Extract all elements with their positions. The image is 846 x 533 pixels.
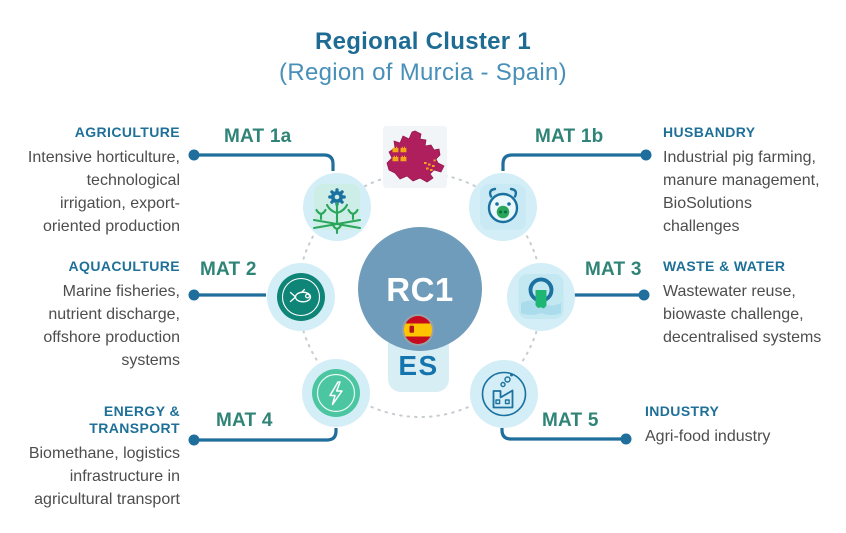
- sector-block-industry: INDUSTRY Agri-food industry: [645, 403, 835, 448]
- connector-dot-mat5: [620, 433, 632, 445]
- industry-heading: INDUSTRY: [645, 403, 720, 419]
- sector-block-energy-transport: ENERGY & TRANSPORT Biomethane, logistics…: [0, 403, 180, 511]
- mat-1b-label: MAT 1b: [535, 126, 604, 147]
- energy-transport-heading: ENERGY & TRANSPORT: [89, 403, 180, 436]
- mat-3-label: MAT 3: [585, 259, 642, 280]
- aquaculture-heading: AQUACULTURE: [68, 258, 180, 274]
- waste-water-description: Wastewater reuse, biowaste challenge, de…: [663, 283, 822, 346]
- connector-mat1b: [501, 153, 646, 171]
- flower-gear-icon: [312, 188, 362, 235]
- sector-block-aquaculture: AQUACULTURE Marine fisheries, nutrient d…: [0, 258, 180, 372]
- fish-icon: [281, 277, 321, 317]
- connector-mat4: [194, 428, 338, 442]
- mat-4-label: MAT 4: [216, 410, 273, 431]
- industry-description: Agri-food industry: [645, 428, 771, 445]
- country-code-label: ES: [398, 350, 439, 381]
- husbandry-heading: HUSBANDRY: [663, 124, 756, 140]
- connector-dot-mat2: [188, 289, 200, 301]
- diagram-subtitle: (Region of Murcia - Spain): [279, 59, 567, 86]
- wastewater-pipe-icon: [521, 277, 561, 315]
- connector-dot-mat4: [188, 434, 200, 446]
- energy-transport-description: Biomethane, logistics infrastructure in …: [28, 445, 180, 508]
- agriculture-heading: AGRICULTURE: [74, 124, 180, 140]
- diagram-title: Regional Cluster 1: [314, 28, 532, 55]
- connector-mat5: [500, 428, 626, 441]
- connector-dot-mat1a: [188, 149, 200, 161]
- husbandry-node: [469, 173, 537, 241]
- murcia-castles: [392, 146, 436, 171]
- sector-block-agriculture: AGRICULTURE Intensive horticulture, tech…: [0, 124, 180, 238]
- waste-water-node: [507, 263, 575, 331]
- connector-dot-mat1b: [640, 149, 652, 161]
- spain-flag: [402, 314, 434, 346]
- connector-mat1a: [194, 153, 335, 171]
- connector-dot-mat3: [638, 289, 650, 301]
- sector-block-husbandry: HUSBANDRY Industrial pig farming, manure…: [663, 124, 846, 238]
- husbandry-description: Industrial pig farming, manure managemen…: [663, 149, 820, 235]
- aquaculture-node: [267, 263, 335, 331]
- factory-icon: [492, 373, 514, 409]
- cluster-circle: [358, 227, 482, 351]
- pig-icon: [487, 187, 519, 224]
- aquaculture-description: Marine fisheries, nutrient discharge, of…: [43, 283, 180, 369]
- industry-node: [470, 360, 538, 428]
- region-of-murcia-map: [383, 126, 447, 188]
- mat-5-label: MAT 5: [542, 410, 599, 431]
- agriculture-description: Intensive horticulture, technological ir…: [27, 149, 180, 235]
- lightning-bolt-icon: [329, 381, 343, 406]
- cluster-label: RC1: [386, 271, 454, 308]
- mat-1a-label: MAT 1a: [224, 126, 292, 147]
- sector-block-waste-water: WASTE & WATER Wastewater reuse, biowaste…: [663, 258, 846, 349]
- agriculture-node: [303, 173, 371, 241]
- waste-water-heading: WASTE & WATER: [663, 258, 786, 274]
- mat-2-label: MAT 2: [200, 259, 257, 280]
- energy-node: [302, 359, 370, 427]
